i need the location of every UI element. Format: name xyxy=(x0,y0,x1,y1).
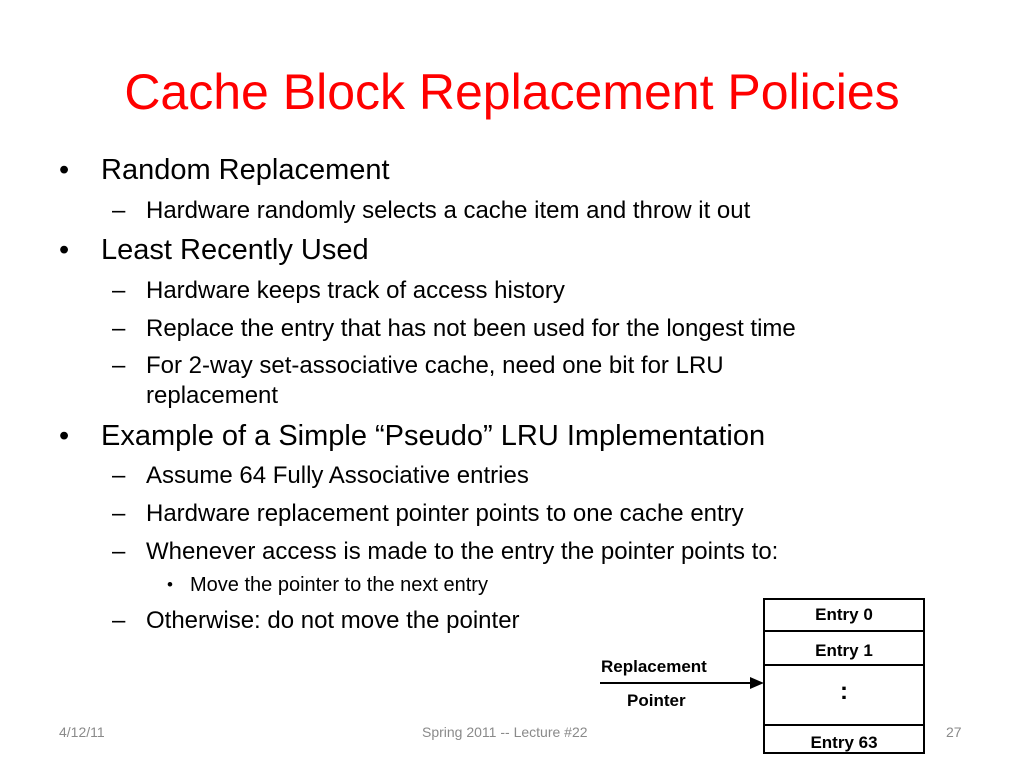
slide-title: Cache Block Replacement Policies xyxy=(124,64,900,120)
row-divider xyxy=(765,630,923,632)
dash-marker: – xyxy=(112,315,126,342)
entry-0: Entry 0 xyxy=(815,605,873,624)
sub-bullet: Hardware keeps track of access history xyxy=(146,277,565,304)
pointer-arrow xyxy=(600,677,764,689)
sub-bullet: For 2-way set-associative cache, need on… xyxy=(146,352,724,379)
bullet-lru: Least Recently Used xyxy=(101,234,369,266)
dash-marker: – xyxy=(112,462,126,489)
bullet-marker: • xyxy=(59,154,70,186)
sub-sub-bullet: Move the pointer to the next entry xyxy=(190,574,488,596)
entry-ellipsis: : xyxy=(840,678,848,705)
dash-marker: – xyxy=(112,500,126,527)
replacement-label: Replacement xyxy=(601,657,707,676)
bullet-random-replacement: Random Replacement xyxy=(101,154,390,186)
bullet-pseudo-lru: Example of a Simple “Pseudo” LRU Impleme… xyxy=(101,420,766,452)
bullet-marker: • xyxy=(167,575,173,594)
dash-marker: – xyxy=(112,352,126,379)
entry-63: Entry 63 xyxy=(810,733,878,752)
dash-marker: – xyxy=(112,607,126,634)
row-divider xyxy=(765,664,923,666)
footer-page-number: 27 xyxy=(946,724,962,740)
pointer-label: Pointer xyxy=(627,691,686,710)
dash-marker: – xyxy=(112,277,126,304)
sub-bullet: Otherwise: do not move the pointer xyxy=(146,607,520,634)
dash-marker: – xyxy=(112,538,126,565)
sub-bullet: Assume 64 Fully Associative entries xyxy=(146,462,529,489)
bullet-marker: • xyxy=(59,234,70,266)
sub-bullet: Hardware randomly selects a cache item a… xyxy=(146,197,751,224)
entry-1: Entry 1 xyxy=(815,641,873,660)
sub-bullet-continuation: replacement xyxy=(146,382,279,409)
cache-entry-table: Entry 0 Entry 1 : Entry 63 xyxy=(763,598,925,754)
sub-bullet: Replace the entry that has not been used… xyxy=(146,315,796,342)
bullet-marker: • xyxy=(59,420,70,452)
sub-bullet: Whenever access is made to the entry the… xyxy=(146,538,779,565)
dash-marker: – xyxy=(112,197,126,224)
row-divider xyxy=(765,724,923,726)
footer-date: 4/12/11 xyxy=(59,724,105,740)
sub-bullet: Hardware replacement pointer points to o… xyxy=(146,500,744,527)
footer-course: Spring 2011 -- Lecture #22 xyxy=(422,724,588,740)
